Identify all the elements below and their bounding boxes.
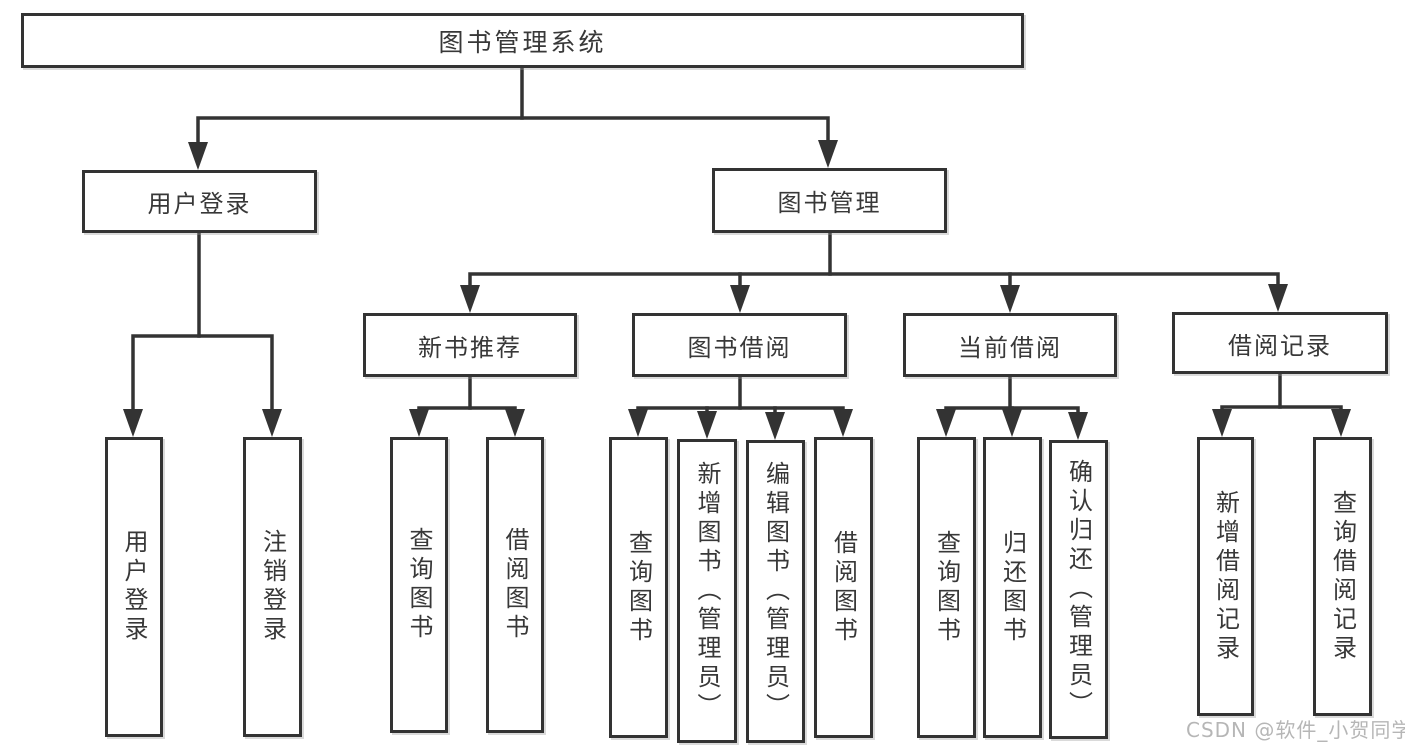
node-user-login: 用户登录 (82, 170, 317, 233)
leaf-borrow-books-2: 借阅图书 (814, 437, 873, 738)
leaf-label: 查询图书 (624, 529, 653, 646)
leaf-label: 查询借阅记录 (1328, 489, 1357, 664)
leaf-label: 确认归还（管理员） (1064, 459, 1093, 720)
leaf-query-books-1: 查询图书 (390, 437, 448, 733)
leaf-user-login: 用户登录 (105, 437, 163, 737)
csdn-watermark: CSDN @软件_小贺同学 (1186, 718, 1405, 742)
leaf-edit-books-admin: 编辑图书（管理员） (746, 440, 805, 743)
leaf-label: 注销登录 (258, 529, 287, 645)
leaf-label: 新增图书（管理员） (693, 460, 721, 722)
node-label: 图书管理系统 (438, 27, 607, 57)
leaf-label: 查询图书 (932, 529, 961, 646)
leaf-logout: 注销登录 (243, 437, 302, 737)
node-label: 当前借阅 (958, 333, 1062, 362)
leaf-return-books: 归还图书 (983, 437, 1042, 738)
node-label: 借阅记录 (1228, 331, 1332, 360)
leaf-label: 查询图书 (405, 527, 433, 643)
leaf-label: 新增借阅记录 (1211, 489, 1240, 664)
leaf-label: 编辑图书（管理员） (761, 461, 790, 722)
node-label: 用户登录 (147, 190, 252, 218)
node-label: 图书借阅 (687, 333, 792, 362)
leaf-label: 归还图书 (998, 529, 1027, 646)
leaf-label: 借阅图书 (829, 529, 858, 646)
leaf-query-books-3: 查询图书 (917, 437, 976, 738)
node-current-borrowing: 当前借阅 (903, 313, 1117, 377)
node-book-management: 图书管理 (712, 168, 947, 233)
arrowheads (123, 140, 1351, 440)
node-label: 图书管理 (777, 189, 882, 217)
leaf-borrow-books-1: 借阅图书 (486, 437, 544, 733)
leaf-query-books-2: 查询图书 (609, 437, 668, 738)
leaf-add-borrow-record: 新增借阅记录 (1197, 437, 1254, 716)
leaf-label: 借阅图书 (501, 527, 529, 643)
node-book-borrowing: 图书借阅 (632, 313, 847, 377)
leaf-confirm-return-admin: 确认归还（管理员） (1049, 440, 1108, 739)
leaf-query-borrow-record: 查询借阅记录 (1313, 437, 1372, 716)
node-library-management-system: 图书管理系统 (21, 13, 1024, 68)
leaf-label: 用户登录 (120, 529, 148, 645)
leaf-add-books-admin: 新增图书（管理员） (677, 439, 737, 743)
node-borrowing-records: 借阅记录 (1172, 312, 1388, 374)
node-label: 新书推荐 (418, 333, 522, 362)
node-new-book-recommend: 新书推荐 (363, 313, 577, 377)
